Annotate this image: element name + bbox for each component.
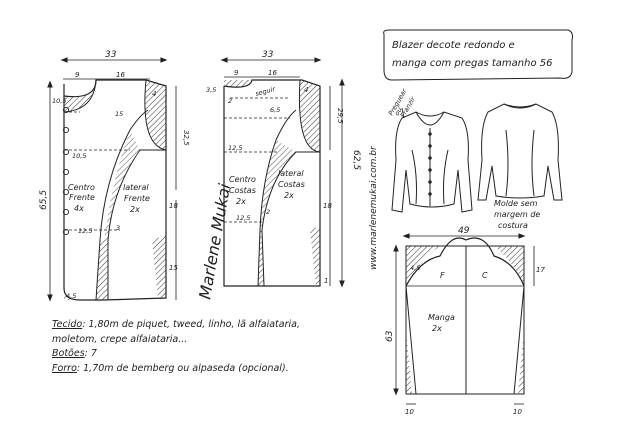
sleeve-hem-left: 10: [405, 408, 414, 416]
fabric-line-1: Tecido: 1,80m de piquet, tweed, linho, l…: [52, 318, 352, 333]
buttons-line: Botões: 7: [52, 347, 352, 362]
title-line-1: Blazer decote redondo e: [392, 40, 515, 51]
sleeve-cap-height: 17: [536, 266, 545, 274]
sleeve-label-2: 2x: [432, 324, 442, 333]
title-line-2: manga com pregas tamanho 56: [392, 58, 553, 69]
back-shoulder: 16: [268, 69, 277, 77]
front-neck-depth: 10,5: [52, 97, 66, 105]
fabric-line-2: moletom, crepe alfaiataria...: [52, 333, 188, 345]
molde-note-3: costura: [498, 221, 528, 230]
front-height-left: 65,5: [39, 190, 49, 210]
front-dart-3: 3: [116, 224, 120, 232]
button-markers: [62, 106, 70, 236]
front-button-spacing: 10,5: [72, 152, 86, 160]
back-center-label-3: 2x: [236, 197, 246, 206]
front-side-label-3: 2x: [130, 205, 140, 214]
front-center-label-1: Centro: [68, 183, 95, 192]
front-height-right: 32,5: [182, 130, 190, 146]
molde-note-1: Molde sem: [494, 199, 538, 208]
sleeve-height: 63: [385, 330, 395, 342]
back-side-label-2: Costas: [278, 180, 305, 189]
back-center-label-1: Centro: [229, 175, 256, 184]
front-dim-18: 18: [169, 202, 178, 210]
sleeve-label-1: Manga: [428, 313, 455, 322]
front-shoulder-drop: 4: [152, 90, 156, 98]
sleeve-width: 49: [458, 226, 470, 236]
molde-note-2: margem de: [494, 210, 540, 219]
lining-line: Forro: 1,70m de bemberg ou alpaseda (opc…: [52, 362, 352, 377]
front-side-label-2: Frente: [124, 194, 150, 203]
back-point-6-5: 6,5: [270, 106, 280, 114]
front-hem-left: 4,5: [66, 292, 76, 300]
signature: Marlene Mukai: [195, 182, 234, 301]
back-dim-12-5-a: 12,5: [228, 144, 242, 152]
front-point-15: 15: [115, 110, 123, 118]
back-width-top: 33: [262, 50, 274, 60]
front-center-label-3: 4x: [74, 204, 84, 213]
back-height-right: 29,5: [336, 108, 344, 124]
back-side-label-3: 2x: [284, 191, 294, 200]
back-neck-width: 9: [234, 69, 239, 77]
lining-value: : 1,70m de bemberg ou alpaseda (opcional…: [76, 362, 289, 374]
front-neck-width: 9: [75, 71, 80, 79]
lining-label: Forro: [52, 362, 77, 374]
buttons-value: : 7: [84, 348, 97, 359]
front-shoulder: 16: [116, 71, 125, 79]
front-width-top: 33: [105, 50, 117, 60]
back-dim-18: 18: [323, 202, 332, 210]
back-curve-label: seguir: [254, 85, 277, 98]
front-dim-15: 15: [169, 264, 178, 272]
sleeve-front-mark: F: [440, 271, 445, 280]
back-height-total: 62,5: [351, 150, 361, 170]
pleat-note-2: ou: [393, 106, 404, 117]
back-dim-1: 1: [324, 277, 328, 285]
back-shoulder-drop: 4: [304, 86, 308, 94]
back-dart-2: 2: [266, 208, 270, 216]
materials-notes: Tecido: 1,80m de piquet, tweed, linho, l…: [52, 318, 352, 376]
fabric-text-1: : 1,80m de piquet, tweed, linho, lã alfa…: [82, 319, 300, 330]
title-box: Blazer decote redondo e manga com pregas…: [383, 29, 573, 81]
sleeve-left-cap: 4,5: [410, 264, 420, 272]
back-center-label-2: Costas: [229, 186, 256, 195]
fabric-label: Tecido: [52, 319, 83, 330]
buttons-label: Botões: [52, 348, 85, 359]
back-neck-depth: 2: [228, 97, 232, 105]
back-side-label-1: lateral: [278, 169, 304, 178]
sleeve-hem-right: 10: [513, 408, 522, 416]
website-url: www.marlenemukai.com.br: [369, 145, 379, 270]
sleeve-back-mark: C: [482, 271, 488, 280]
front-waist-dart: 12,5: [78, 227, 92, 235]
front-side-label-1: lateral: [123, 183, 149, 192]
front-center-label-2: Frente: [69, 193, 95, 202]
back-dim-12-5-b: 12,5: [236, 214, 250, 222]
blazer-sketch: [391, 103, 563, 213]
back-neck-rise: 3,5: [206, 86, 216, 94]
